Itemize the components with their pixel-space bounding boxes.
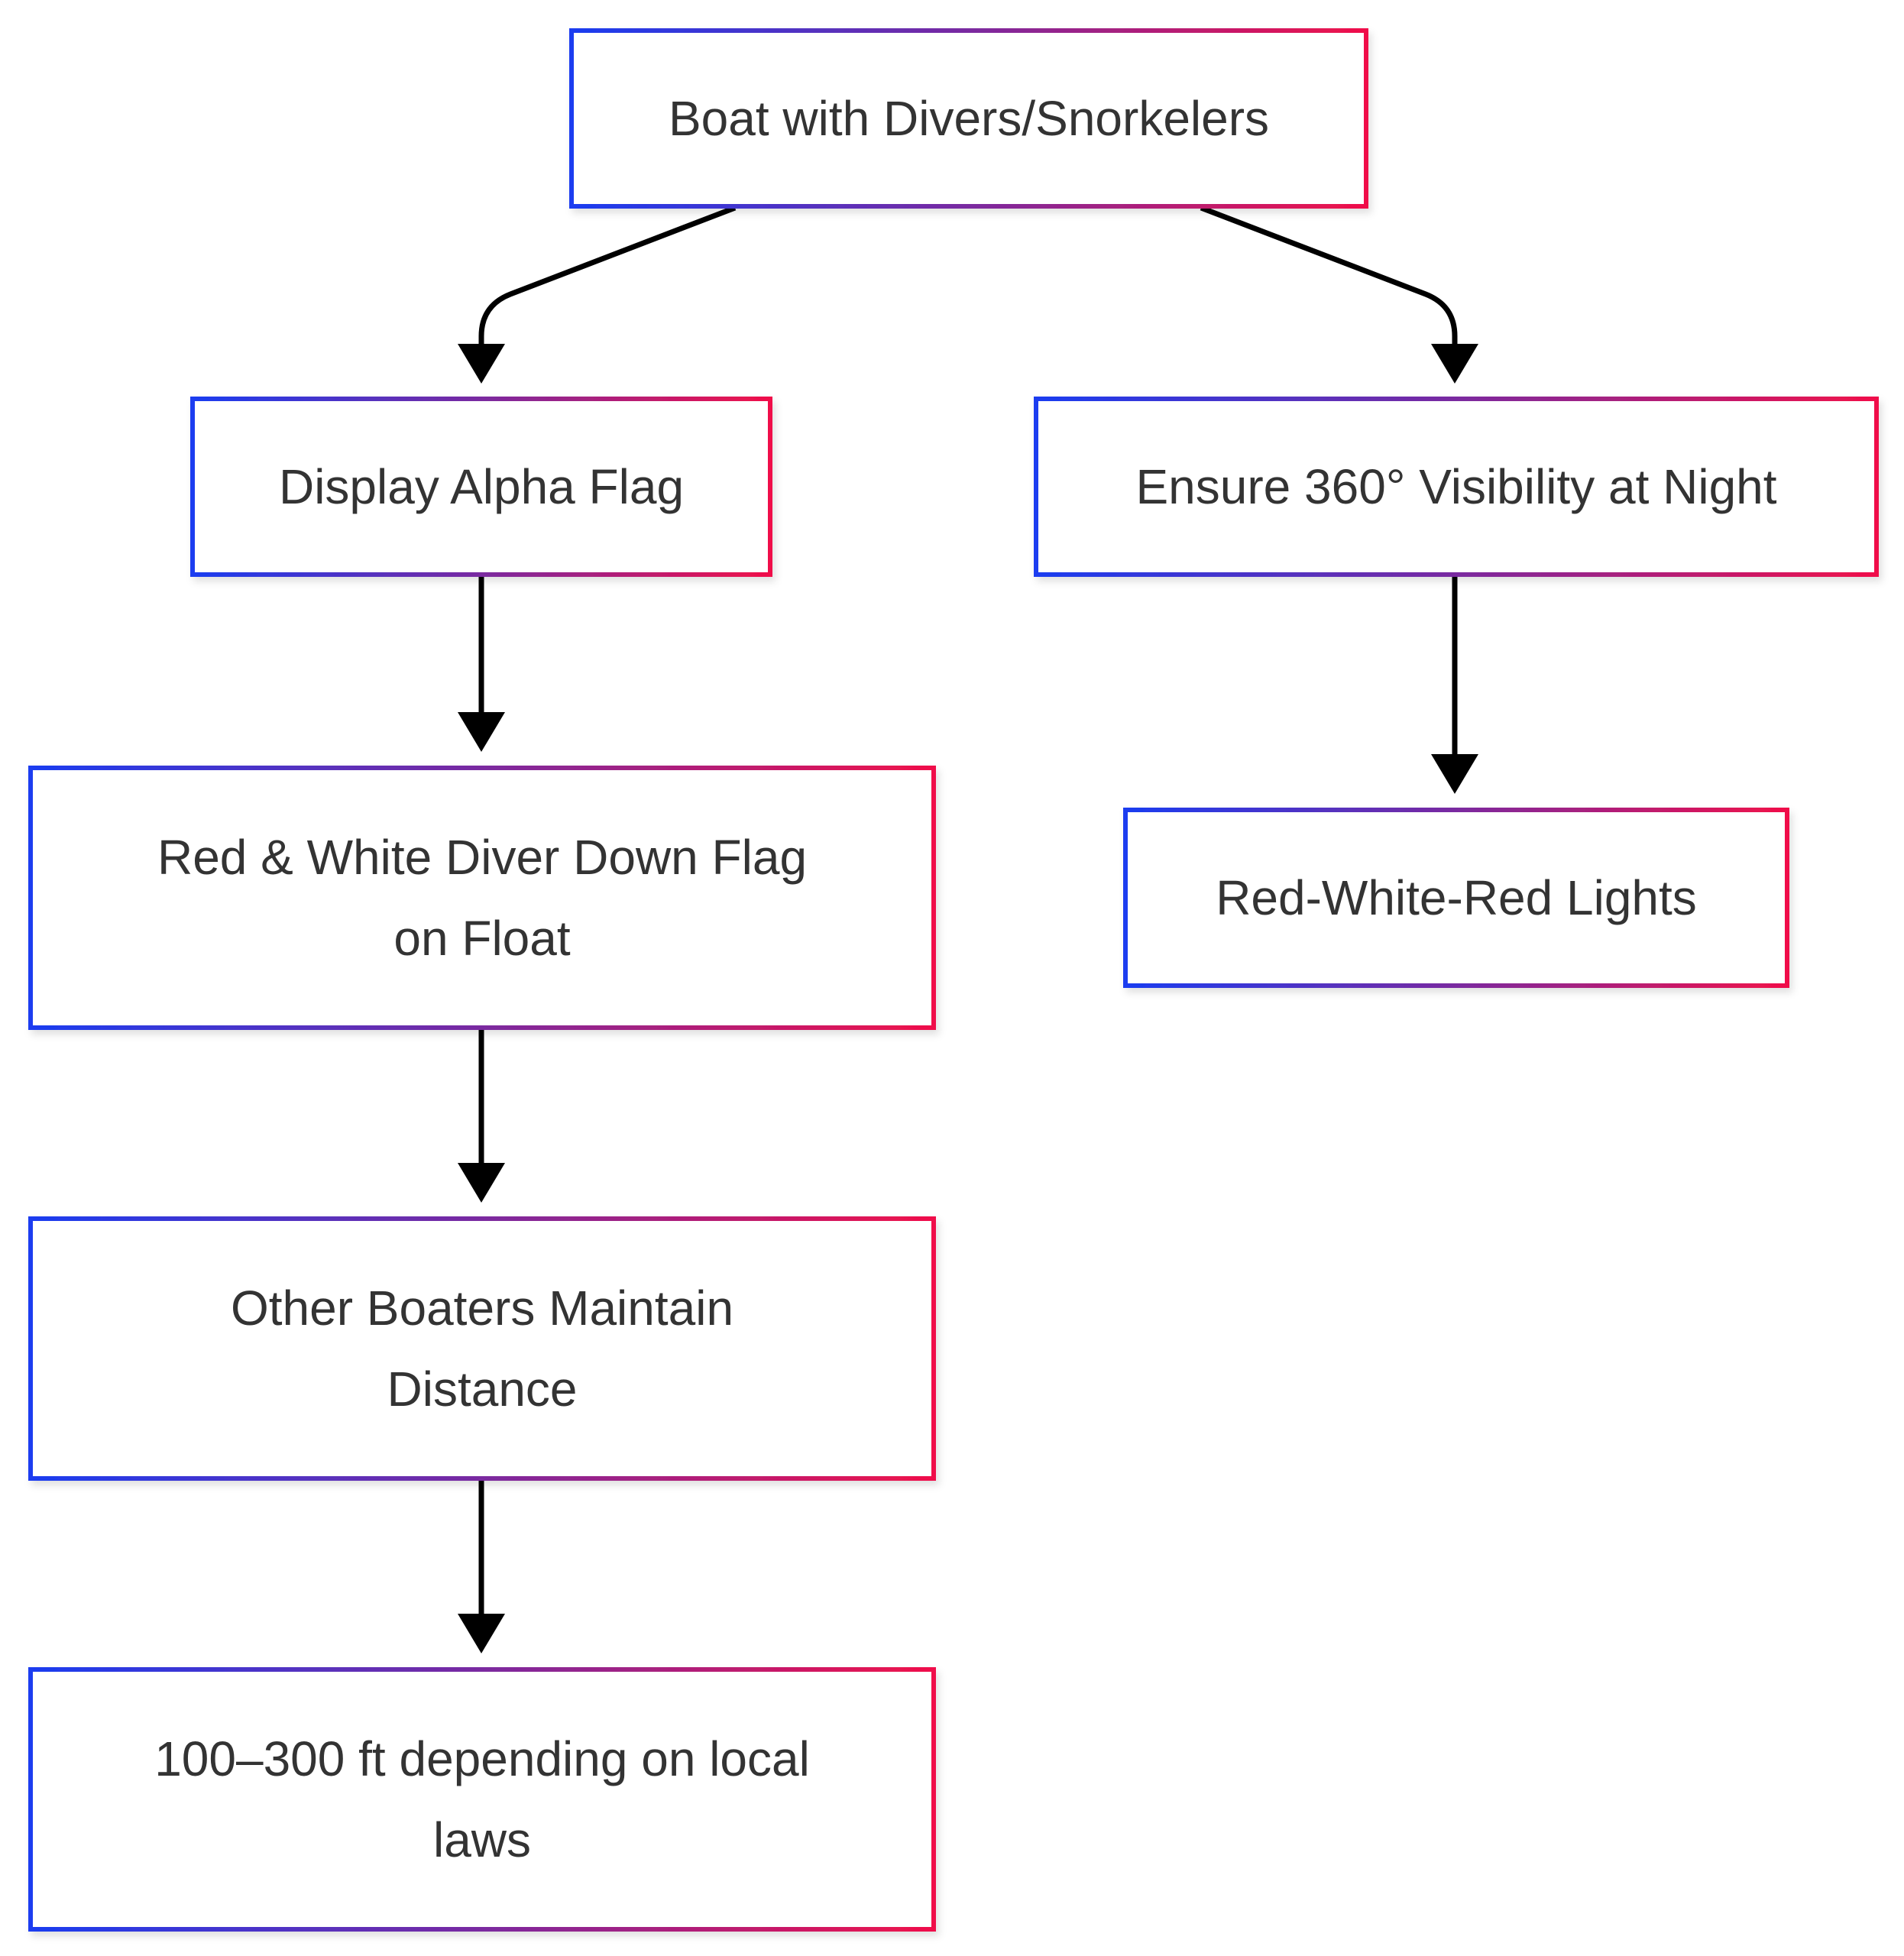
arrowhead-icon (1431, 754, 1478, 794)
arrowhead-icon (458, 712, 505, 752)
node-red-white-red-lights: Red-White-Red Lights (1123, 808, 1789, 988)
edges-layer (458, 205, 1478, 1653)
edge-night-lights (1431, 576, 1478, 794)
node-boat-with-divers: Boat with Divers/Snorkelers (569, 28, 1368, 209)
node-label: on Float (393, 911, 570, 966)
node-label: 100–300 ft depending on local (154, 1731, 810, 1786)
node-label: laws (433, 1812, 531, 1867)
arrowhead-icon (458, 1163, 505, 1203)
node-box (1123, 808, 1789, 988)
edge-line (1200, 205, 1458, 351)
arrowhead-icon (1431, 344, 1478, 384)
node-box (28, 1216, 936, 1481)
node-label: Other Boaters Maintain (231, 1281, 733, 1336)
node-box (28, 766, 936, 1030)
node-label: Red & White Diver Down Flag (157, 830, 807, 885)
edge-boaters-distance (458, 1480, 505, 1653)
node-diver-down-flag: Red & White Diver Down Flag on Float (28, 766, 936, 1030)
node-label: Distance (387, 1362, 578, 1417)
edge-line (478, 205, 737, 351)
node-box (569, 28, 1368, 209)
arrowhead-icon (458, 344, 505, 384)
node-ensure-night-visibility: Ensure 360° Visibility at Night (1034, 397, 1879, 577)
node-box (1034, 397, 1879, 577)
node-display-alpha-flag: Display Alpha Flag (190, 397, 772, 577)
edge-alpha-diver (458, 576, 505, 752)
edge-boat-alpha (458, 205, 737, 384)
arrowhead-icon (458, 1614, 505, 1653)
node-distance-range: 100–300 ft depending on local laws (28, 1667, 936, 1932)
node-box (28, 1667, 936, 1932)
node-label: Display Alpha Flag (279, 459, 684, 514)
node-label: Ensure 360° Visibility at Night (1135, 459, 1776, 514)
node-label: Boat with Divers/Snorkelers (669, 91, 1269, 146)
edge-boat-night (1200, 205, 1478, 384)
edge-diver-boaters (458, 1029, 505, 1203)
node-box (190, 397, 772, 577)
node-label: Red-White-Red Lights (1216, 870, 1697, 925)
